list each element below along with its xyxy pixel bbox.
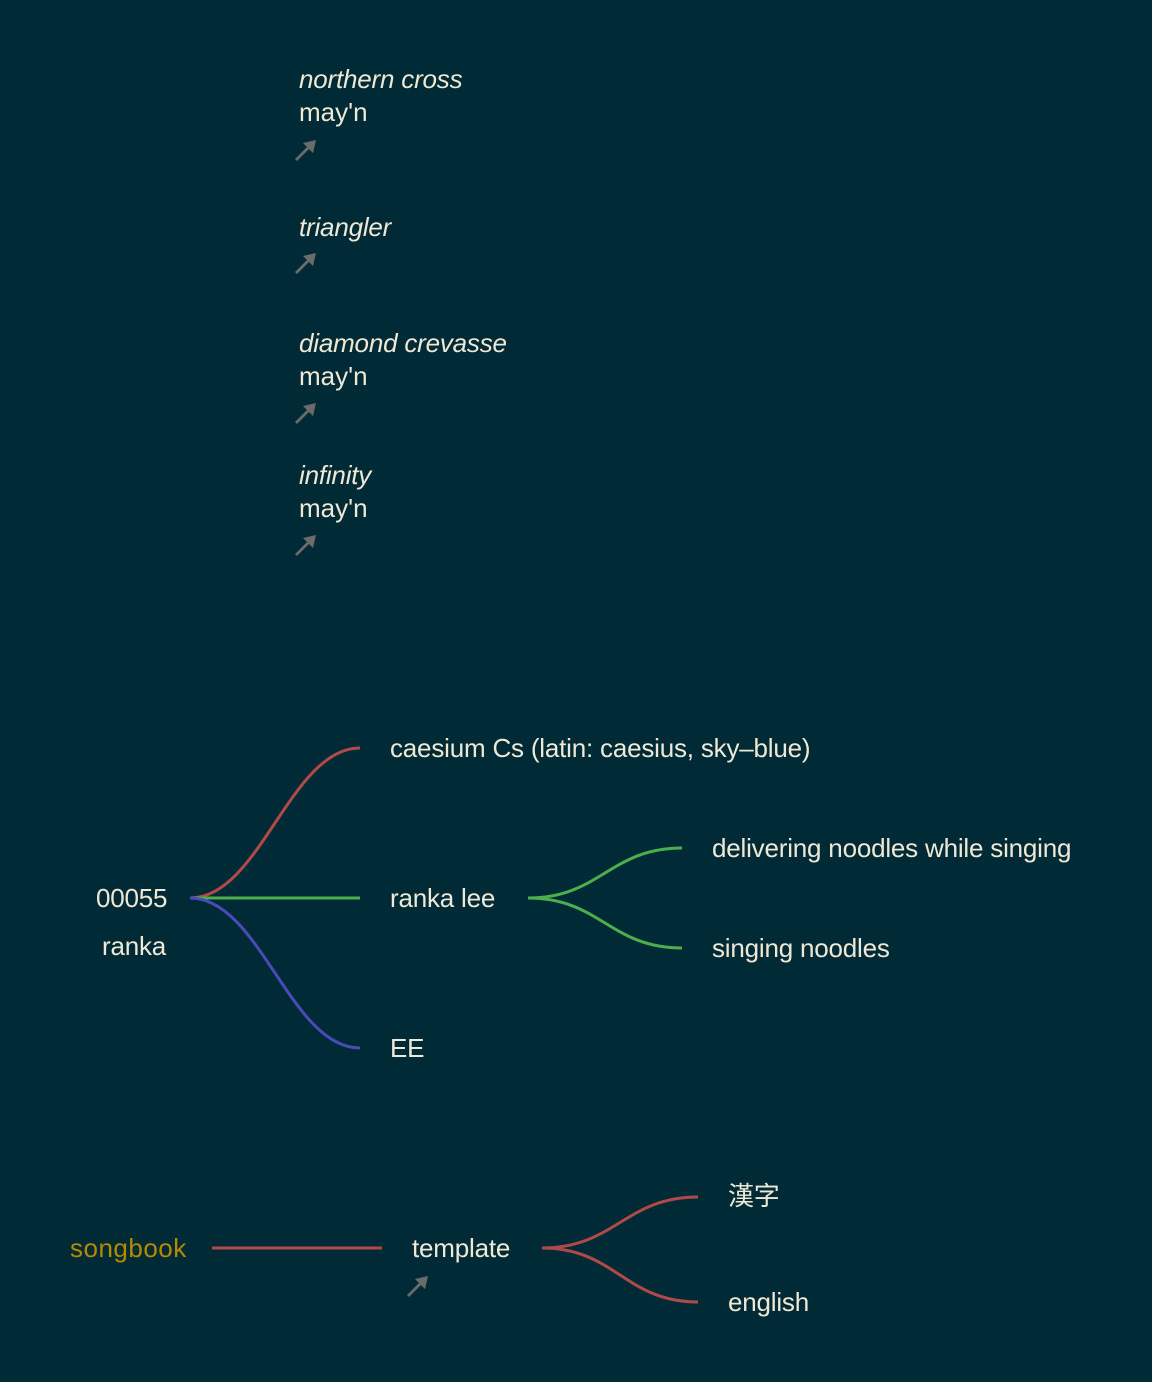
external-link-arrow-icon[interactable] [404, 1273, 430, 1299]
root-node-name[interactable]: ranka [102, 931, 167, 961]
external-link-arrow-icon[interactable] [292, 137, 318, 163]
node-singing-noodles[interactable]: singing noodles [712, 933, 890, 963]
edge-root-ee [189, 896, 361, 1050]
song-artist: may'n [299, 97, 368, 127]
song-title: diamond crevasse [299, 328, 507, 358]
song-artist: may'n [299, 493, 368, 523]
node-caesium[interactable]: caesium Cs (latin: caesius, sky–blue) [390, 733, 811, 763]
song-title: northern cross [299, 64, 463, 94]
node-template[interactable]: template [412, 1233, 511, 1263]
song-list: northern cross may'n triangler diamond c… [0, 0, 1152, 600]
edge-template-english [541, 1246, 699, 1304]
song-title: infinity [299, 460, 372, 490]
node-ee[interactable]: EE [390, 1033, 425, 1063]
external-link-arrow-icon[interactable] [292, 532, 318, 558]
external-link-arrow-icon[interactable] [292, 400, 318, 426]
node-english[interactable]: english [728, 1287, 809, 1317]
node-kanji[interactable]: 漢字 [728, 1182, 780, 1212]
edge-ranka-lee-singing [527, 896, 683, 950]
edge-template-kanji [541, 1195, 699, 1250]
song-artist: may'n [299, 361, 368, 391]
songbook-root-node[interactable]: songbook [70, 1233, 187, 1263]
root-node-id[interactable]: 00055 [96, 883, 168, 913]
node-delivering-noodles[interactable]: delivering noodles while singing [712, 833, 1072, 863]
external-link-arrow-icon[interactable] [292, 250, 318, 276]
edge-root-caesium [189, 746, 361, 900]
node-ranka-lee[interactable]: ranka lee [390, 883, 496, 913]
song-title: triangler [299, 212, 392, 242]
edge-ranka-lee-delivering [527, 846, 683, 900]
